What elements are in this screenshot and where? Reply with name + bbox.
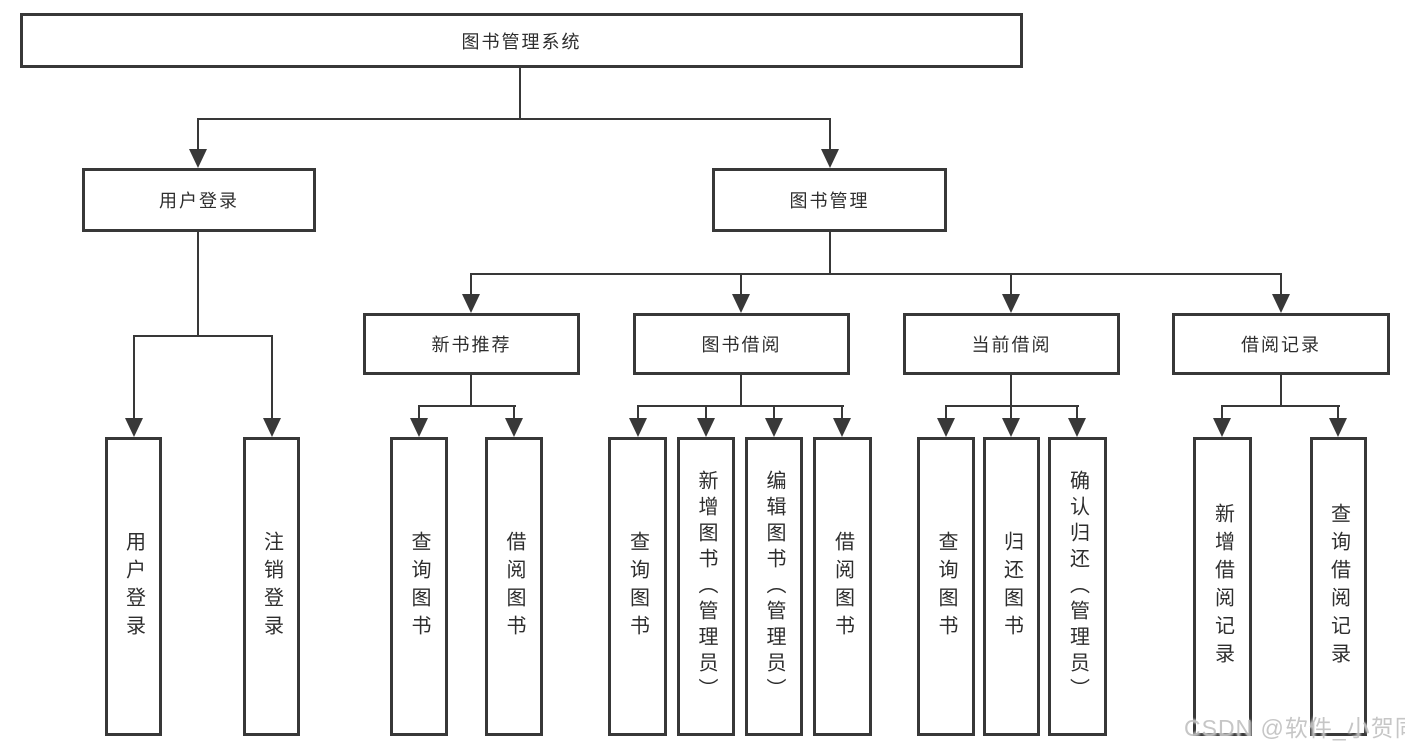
connector-hline [637,405,844,407]
connector-vline [829,118,831,154]
node-label: 图书管理 [789,191,870,211]
connector-vline [740,273,742,298]
node-label: 归还图书 [1000,530,1023,643]
connector-vline [470,273,472,298]
arrow-down-icon [1272,294,1290,313]
connector-vline [519,66,521,120]
connector-vline [1010,405,1012,421]
connector-vline [1076,405,1078,421]
connector-vline [705,405,707,421]
node-label: 图书借阅 [701,335,782,355]
node-new-book-recommendation: 新书推荐 [363,313,580,375]
arrow-down-icon [125,418,143,437]
leaf-edit-book-admin: 编辑图书（管理员） [745,437,803,736]
node-label: 图书管理系统 [461,31,582,52]
arrow-down-icon [937,418,955,437]
node-root: 图书管理系统 [20,13,1023,68]
node-label: 借阅图书 [503,530,525,643]
node-label: 当前借阅 [971,335,1052,355]
connector-vline [841,405,843,421]
watermark: CSDN @软件_小贺同学 [1184,715,1405,741]
node-label: 注销登录 [260,530,283,643]
connector-hline [470,273,1282,275]
connector-vline [418,405,420,421]
arrow-down-icon [189,149,207,168]
node-label: 借阅图书 [831,530,854,643]
arrow-down-icon [1329,418,1347,437]
node-user-login: 用户登录 [82,168,316,232]
arrow-down-icon [1068,418,1086,437]
node-label: 查询图书 [935,530,957,643]
arrow-down-icon [629,418,647,437]
connector-vline [1010,273,1012,298]
connector-vline [271,335,273,421]
arrow-down-icon [697,418,715,437]
arrow-down-icon [410,418,428,437]
arrow-down-icon [833,418,851,437]
node-book-borrowing: 图书借阅 [633,313,850,375]
leaf-confirm-return-admin: 确认归还（管理员） [1048,437,1107,736]
connector-vline [470,373,472,407]
arrow-down-icon [263,418,281,437]
connector-vline [829,231,831,275]
arrow-down-icon [1002,418,1020,437]
connector-vline [1280,373,1282,407]
node-book-management: 图书管理 [712,168,947,232]
node-label: 新增图书（管理员） [695,469,717,704]
node-current-borrowing: 当前借阅 [903,313,1120,375]
node-label: 查询借阅记录 [1327,502,1350,671]
node-label: 新书推荐 [431,335,512,355]
node-label: 用户登录 [122,530,145,643]
arrow-down-icon [821,149,839,168]
connector-vline [133,335,135,421]
connector-hline [418,405,516,407]
arrow-down-icon [462,294,480,313]
connector-hline [197,118,831,120]
leaf-user-login: 用户登录 [105,437,162,736]
leaf-add-borrow-record: 新增借阅记录 [1193,437,1252,736]
leaf-return-books: 归还图书 [983,437,1040,736]
node-borrowing-records: 借阅记录 [1172,313,1390,375]
node-label: 新增借阅记录 [1211,502,1234,671]
connector-vline [197,118,199,154]
leaf-query-books-borrow: 查询图书 [608,437,667,736]
connector-vline [1280,273,1282,298]
connector-vline [1337,405,1339,421]
connector-hline [1221,405,1340,407]
arrow-down-icon [1213,418,1231,437]
connector-vline [740,373,742,407]
arrow-down-icon [765,418,783,437]
leaf-borrow-books-borrow: 借阅图书 [813,437,872,736]
arrow-down-icon [732,294,750,313]
connector-vline [513,405,515,421]
node-label: 借阅记录 [1241,335,1321,355]
connector-vline [945,405,947,421]
node-label: 查询图书 [408,530,430,643]
connector-vline [1010,373,1012,407]
leaf-query-books-newrec: 查询图书 [390,437,448,736]
leaf-borrow-books-newrec: 借阅图书 [485,437,543,736]
connector-hline [133,335,273,337]
node-label: 用户登录 [159,191,239,211]
node-label: 查询图书 [626,530,649,643]
connector-vline [1221,405,1223,421]
leaf-add-book-admin: 新增图书（管理员） [677,437,735,736]
leaf-query-books-current: 查询图书 [917,437,975,736]
connector-hline [945,405,1079,407]
connector-vline [197,230,199,337]
leaf-query-borrow-record: 查询借阅记录 [1310,437,1367,736]
arrow-down-icon [505,418,523,437]
connector-vline [773,405,775,421]
node-label: 确认归还（管理员） [1066,469,1089,704]
connector-vline [637,405,639,421]
arrow-down-icon [1002,294,1020,313]
node-label: 编辑图书（管理员） [763,469,785,704]
leaf-logout: 注销登录 [243,437,300,736]
